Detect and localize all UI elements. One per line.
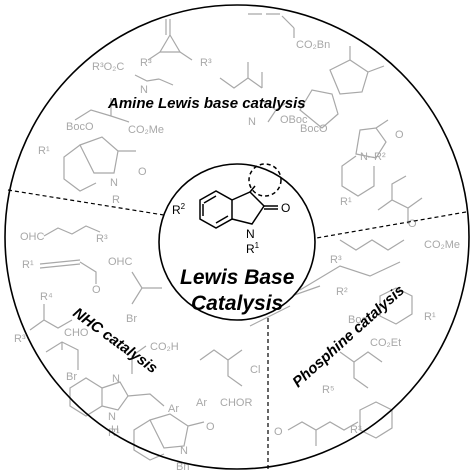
nhc-sector-label: NHC catalysis xyxy=(70,304,161,377)
co2h-label: CO₂H xyxy=(150,341,179,353)
boc-ph-label: Boc xyxy=(348,314,367,326)
br-a-label: Br xyxy=(126,313,137,325)
n-label-b: N xyxy=(248,116,256,128)
center-title-line2: Catalysis xyxy=(191,292,283,315)
co2et-label: CO₂Et xyxy=(370,337,401,349)
amine-sector-structures: CO₂Bn R³O₂C R³ R³ N OBoc N BocO O N–R² R… xyxy=(38,13,404,208)
r3-nhc-label: R³ xyxy=(96,233,108,245)
o-ph-label: O xyxy=(408,218,417,230)
inner-circle xyxy=(158,163,316,321)
divider-left xyxy=(7,189,171,217)
r3o2c-label: R³O₂C xyxy=(92,61,124,73)
r5-label: R⁵ xyxy=(322,384,335,396)
phosphine-sector-structures: CO₂Me O R³ R² R¹ Boc CO₂Et R⁵ O R³ xyxy=(239,175,460,446)
co2me-ph-label: CO₂Me xyxy=(424,239,460,251)
boc-o-right: BocO xyxy=(300,123,328,135)
r1-right-label: R¹ xyxy=(340,196,352,208)
boc-o-left: BocO xyxy=(66,121,94,133)
divider-right xyxy=(304,211,467,241)
nh-bz-label: N xyxy=(108,411,116,423)
cl-label: Cl xyxy=(250,364,260,376)
r-left-label: R xyxy=(112,194,120,206)
center-title-line1: Lewis Base xyxy=(180,266,295,289)
co2bn-label: CO₂Bn xyxy=(296,39,330,51)
o-nhc-ox-label: O xyxy=(206,421,215,433)
core-n: N xyxy=(246,227,255,241)
r3-label-b: R³ xyxy=(200,57,212,69)
o-ph2-label: O xyxy=(274,426,283,438)
core-r1: R1 xyxy=(246,241,260,256)
r3-nhc2-label: R³ xyxy=(14,333,26,345)
r1-left-label: R¹ xyxy=(38,145,50,157)
h-bz-label: H xyxy=(111,424,119,436)
ohc-b-label: OHC xyxy=(108,256,133,268)
o-left-label: O xyxy=(138,166,147,178)
o-nhc-label: O xyxy=(92,284,101,296)
r1-nhc-label: R¹ xyxy=(22,259,34,271)
spiro-ring xyxy=(248,163,282,197)
chor-label: CHOR xyxy=(220,397,252,409)
r4-label: R⁴ xyxy=(40,291,53,303)
n-left-label: N xyxy=(110,177,118,189)
n-nhc-ox-label: N xyxy=(180,445,188,457)
outer-circle xyxy=(4,4,470,470)
ohc-a-label: OHC xyxy=(20,231,45,243)
n-label-a: N xyxy=(140,84,148,96)
r3-label-a: R³ xyxy=(140,57,152,69)
ar-a-label: Ar xyxy=(168,403,179,415)
core-o: O xyxy=(281,201,290,215)
r1-ph-label: R¹ xyxy=(424,311,436,323)
r2-ph-label: R² xyxy=(336,286,348,298)
br-b-label: Br xyxy=(66,371,77,383)
o-right-a: O xyxy=(395,129,404,141)
obocb-label: OBoc xyxy=(280,114,308,126)
r3-ph2-label: R³ xyxy=(350,424,362,436)
r3-ph-label: R³ xyxy=(330,254,342,266)
core-r2: R2 xyxy=(172,202,186,217)
n-bz-label: N xyxy=(112,373,120,385)
cho-label: CHO xyxy=(64,327,89,339)
co2me-top-label: CO₂Me xyxy=(128,124,164,136)
amine-sector-label: Amine Lewis base catalysis xyxy=(107,95,306,112)
core-oxindole-structure xyxy=(199,163,282,229)
ar-b-label: Ar xyxy=(196,397,207,409)
